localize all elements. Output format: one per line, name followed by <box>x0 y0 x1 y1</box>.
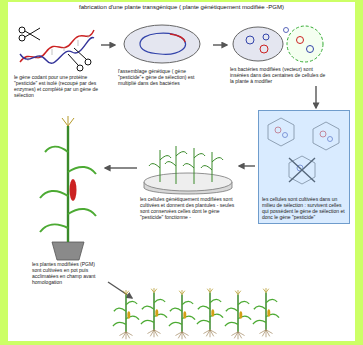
diagram-title: fabrication d'une plante transgénique ( … <box>20 4 343 10</box>
selection-box: les cellules sont cultivées dans un mili… <box>258 110 350 224</box>
step-caption: les plantes modifiées (PGM) sont cultivé… <box>32 261 102 285</box>
step-caption: le gène codant pour une protéine "pestic… <box>14 74 98 98</box>
step-caption: l'assemblage génétique ( gène "pesticide… <box>118 68 210 86</box>
step-box: les bactéries modifiées (vecteur) sont i… <box>230 20 326 84</box>
step-arrow <box>105 167 137 168</box>
step-box: les cellules génétiquement modifiées son… <box>140 132 236 220</box>
step-caption: les cellules sont cultivées dans un mili… <box>262 196 346 220</box>
step-box: le gène codant pour une protéine "pestic… <box>14 18 98 98</box>
step-arrow <box>213 44 227 45</box>
step-arrow <box>101 44 115 45</box>
step-arrow <box>239 165 255 166</box>
step-box: l'assemblage génétique ( gène "pesticide… <box>118 20 210 86</box>
step-caption: les cellules génétiquement modifiées son… <box>140 196 236 220</box>
step-box: les plantes modifiées (PGM) sont cultivé… <box>32 118 102 285</box>
step-caption: les bactéries modifiées (vecteur) sont i… <box>230 66 326 84</box>
step-arrow <box>315 86 316 108</box>
